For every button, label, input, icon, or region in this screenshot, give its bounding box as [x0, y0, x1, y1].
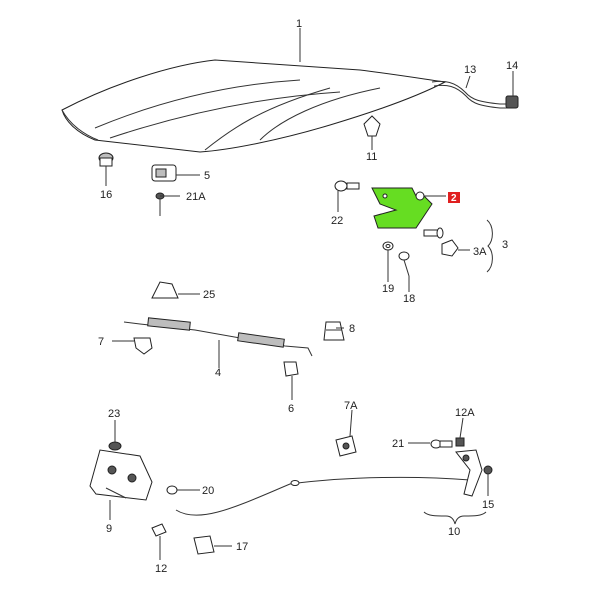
bolt-22 [334, 180, 360, 192]
label-4: 4 [215, 367, 221, 379]
label-9: 9 [106, 523, 112, 535]
bumper-8 [323, 321, 345, 341]
brace-3 [486, 219, 493, 273]
label-12: 12 [155, 563, 167, 575]
label-19: 19 [382, 283, 394, 295]
label-16: 16 [100, 189, 112, 201]
label-7: 7 [98, 336, 104, 348]
label-5: 5 [204, 170, 210, 182]
clip-12 [151, 523, 167, 537]
screw-20 [166, 485, 186, 495]
label-6: 6 [288, 403, 294, 415]
label-2: 2 [451, 193, 457, 204]
washer-19 [382, 241, 394, 251]
label-3: 3 [502, 239, 508, 251]
seal-strip [431, 80, 510, 109]
label-25: 25 [203, 289, 215, 301]
nut-12a [455, 437, 465, 447]
bolt-3 [423, 227, 444, 239]
bolt-18 [398, 251, 410, 277]
release-lever [455, 449, 483, 497]
leader-lines [105, 28, 514, 560]
bolt-21 [430, 439, 453, 449]
label-21: 21 [392, 438, 404, 450]
label-10: 10 [448, 526, 460, 538]
hood-panel [61, 59, 447, 153]
label-23: 23 [108, 408, 120, 420]
nut-3a [441, 239, 459, 257]
label-1: 1 [296, 18, 302, 30]
grommet-16 [98, 152, 114, 167]
highlight-marker [448, 192, 460, 203]
label-21a: 21A [186, 191, 206, 203]
label-8: 8 [349, 323, 355, 335]
hood-lock-9 [89, 449, 153, 501]
release-cable-4 [123, 317, 313, 357]
label-17: 17 [236, 541, 248, 553]
bumper-25 [151, 281, 179, 299]
nut-15 [483, 465, 493, 475]
label-3a: 3A [473, 246, 487, 258]
hinge-2-highlighted[interactable] [371, 187, 433, 229]
clip-6 [283, 361, 299, 377]
bracket-5 [151, 164, 177, 182]
label-11: 11 [366, 151, 377, 163]
clip-11 [363, 115, 381, 142]
handle-7a [335, 435, 357, 457]
seal-clip [505, 95, 519, 109]
bolt-23 [108, 441, 122, 451]
label-13: 13 [464, 64, 476, 76]
label-22: 22 [331, 215, 343, 227]
label-7a: 7A [344, 400, 358, 412]
label-20: 20 [202, 485, 214, 497]
label-12a: 12A [455, 407, 475, 419]
cable-10 [175, 476, 471, 516]
label-14: 14 [506, 60, 518, 72]
label-15: 15 [482, 499, 494, 511]
label-18: 18 [403, 293, 415, 305]
clip-17 [193, 535, 215, 555]
brace-10 [423, 511, 487, 525]
clip-7 [133, 337, 153, 355]
